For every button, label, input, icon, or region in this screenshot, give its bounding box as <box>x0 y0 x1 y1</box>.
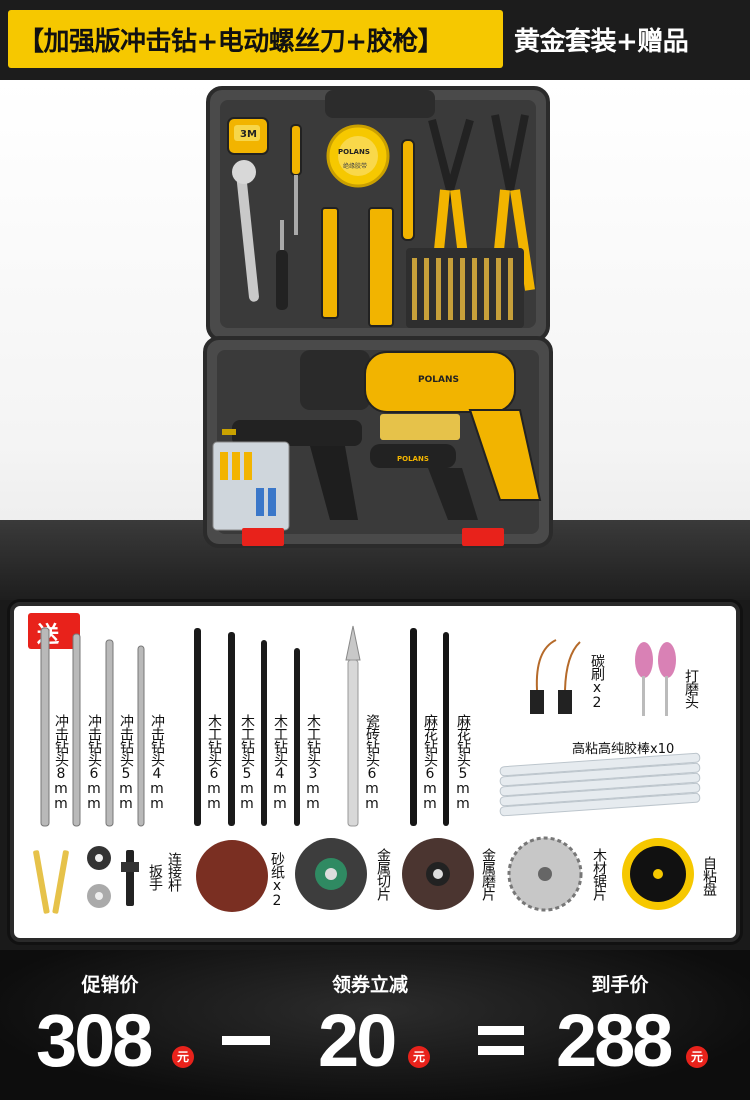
currency-badge: 元 <box>408 1046 430 1068</box>
screwdriver-icons <box>276 124 302 310</box>
gift-badge: 送 <box>28 613 80 649</box>
tool-case-illustration: 3M POLANS 绝缘胶带 <box>203 86 553 548</box>
final-price-value: 288 <box>556 999 673 1082</box>
coupon-label: 领券立减 <box>331 974 408 996</box>
gift-label: 木材锯片 <box>591 848 607 900</box>
top-banner: 【加强版冲击钻+电动螺丝刀+胶枪】 黄金套装+赠品 <box>0 0 750 80</box>
banner-highlight: 【加强版冲击钻+电动螺丝刀+胶枪】 <box>8 10 503 68</box>
insulating-tape-icon: POLANS 绝缘胶带 <box>326 124 390 188</box>
latch-left <box>242 528 284 546</box>
gift-label: 木工钻头3mm <box>305 714 321 811</box>
svg-text:POLANS: POLANS <box>397 455 429 463</box>
gift-label: 砂纸x2 <box>269 852 285 908</box>
gift-badge-text: 送 <box>37 623 60 648</box>
latch-right <box>462 528 504 546</box>
gift-label: 自粘盘 <box>701 856 717 895</box>
gift-label: 冲击钻头8mm <box>53 714 69 811</box>
svg-text:POLANS: POLANS <box>338 148 370 156</box>
gift-label: 打磨头 <box>683 669 699 708</box>
gift-label: 木工钻头5mm <box>239 714 255 811</box>
impact-drill-icon: POLANS <box>300 350 542 501</box>
level-icon <box>368 207 394 327</box>
banner-suffix: 黄金套装+赠品 <box>514 27 689 57</box>
voltage-tester-icon <box>401 139 415 241</box>
coupon-value: 20 <box>318 999 397 1082</box>
bit-holder <box>380 414 460 440</box>
banner-highlight-text: 【加强版冲击钻+电动螺丝刀+胶枪】 <box>18 27 444 57</box>
gift-label: 冲击钻头5mm <box>118 714 134 811</box>
gift-label: 木工钻头6mm <box>206 714 222 811</box>
svg-text:POLANS: POLANS <box>418 375 459 385</box>
gift-label: 连接杆 <box>166 852 182 891</box>
gift-label: 麻花钻头6mm <box>422 714 438 811</box>
utility-knife-icon <box>321 207 339 319</box>
gift-label: 金属磨片 <box>480 848 496 900</box>
svg-text:绝缘胶带: 绝缘胶带 <box>343 162 367 170</box>
wrench-icon <box>232 160 259 302</box>
gift-label: 瓷砖钻头6mm <box>364 714 380 811</box>
cordless-screwdriver-icon: POLANS <box>370 444 478 520</box>
svg-text:3M: 3M <box>240 129 257 140</box>
gift-label: 扳手 <box>147 864 163 890</box>
gift-label: 麻花钻头5mm <box>455 714 471 811</box>
gift-label: 金属切片 <box>375 848 391 900</box>
final-price-label: 到手价 <box>591 974 649 996</box>
product-image: 3M POLANS 绝缘胶带 <box>0 80 750 600</box>
gift-label: 木工钻头4mm <box>272 714 288 811</box>
promo-price-value: 308 <box>36 999 153 1082</box>
gift-label: 冲击钻头6mm <box>86 714 102 811</box>
gift-label: 碳刷x2 <box>589 654 605 710</box>
equals-sign-top <box>478 1026 524 1035</box>
minus-sign <box>222 1036 270 1045</box>
equals-sign-bottom <box>478 1046 524 1055</box>
promo-price-label: 促销价 <box>81 974 139 996</box>
gift-label: 高粘高纯胶棒x10 <box>572 742 675 757</box>
gift-label: 冲击钻头4mm <box>149 714 165 811</box>
price-bar <box>0 950 750 1100</box>
currency-badge: 元 <box>686 1046 708 1068</box>
tape-measure-icon: 3M <box>227 117 269 155</box>
currency-badge: 元 <box>172 1046 194 1068</box>
glue-gun-icon <box>222 420 362 520</box>
